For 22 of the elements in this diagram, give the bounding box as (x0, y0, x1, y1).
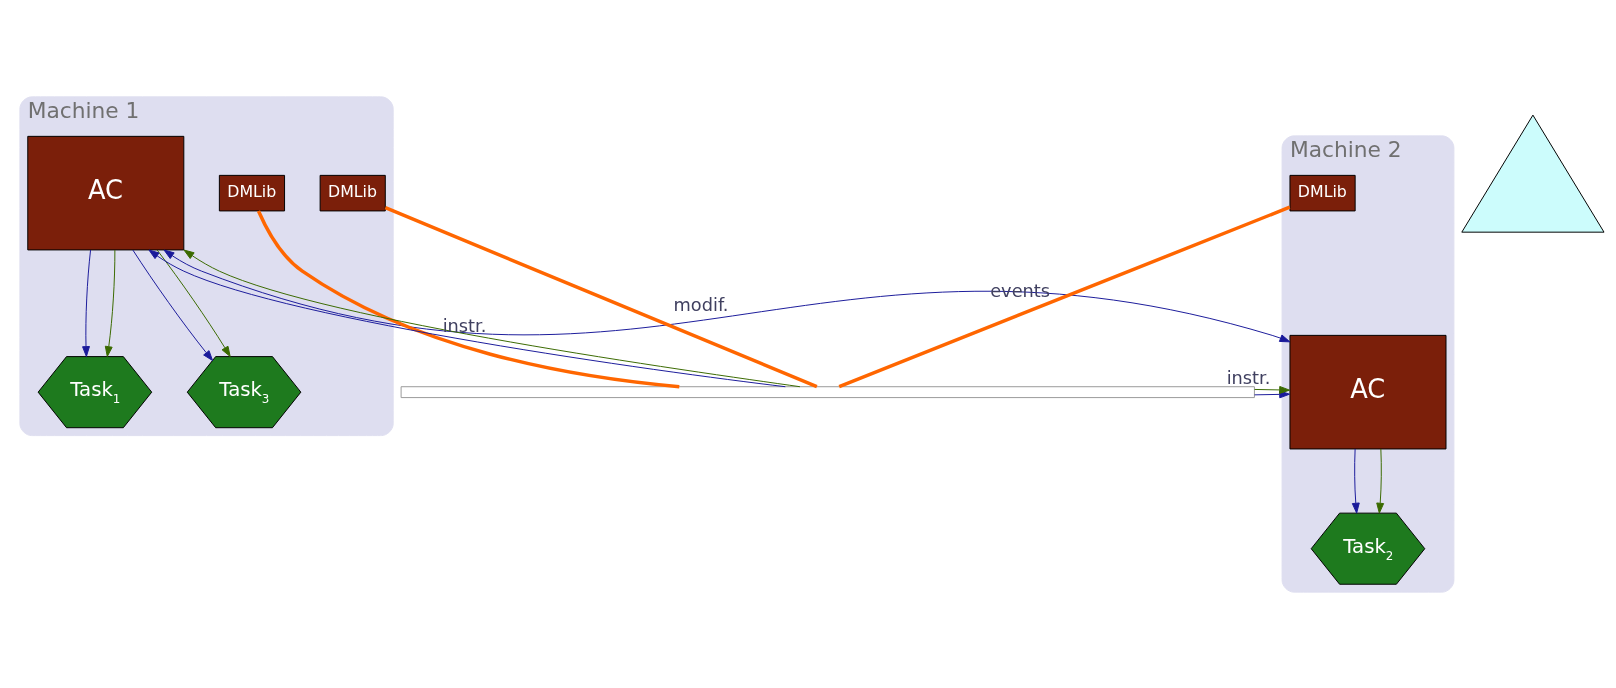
node-box: AC (1289, 334, 1447, 449)
node-box: AC (27, 135, 185, 250)
edge-label: instr. (1226, 367, 1271, 388)
arrow (1351, 447, 1360, 514)
arrow (1254, 385, 1291, 394)
arrow (104, 249, 116, 357)
node-box: DMLib (319, 174, 386, 211)
arrow (132, 249, 214, 361)
node-box: DMLib (218, 174, 286, 211)
connector (256, 209, 680, 388)
edge-label: instr. (442, 315, 487, 336)
arrow (82, 249, 92, 357)
arrow (163, 249, 1291, 342)
arrow (1254, 389, 1291, 398)
arrow (1376, 447, 1385, 514)
arrow (156, 249, 231, 357)
node-box: DMLib (1289, 174, 1356, 211)
edge-label: modif. (673, 294, 729, 315)
connector (838, 205, 1291, 388)
node-bar (400, 385, 1255, 398)
node-triangle (1461, 114, 1605, 233)
connector (384, 205, 818, 388)
